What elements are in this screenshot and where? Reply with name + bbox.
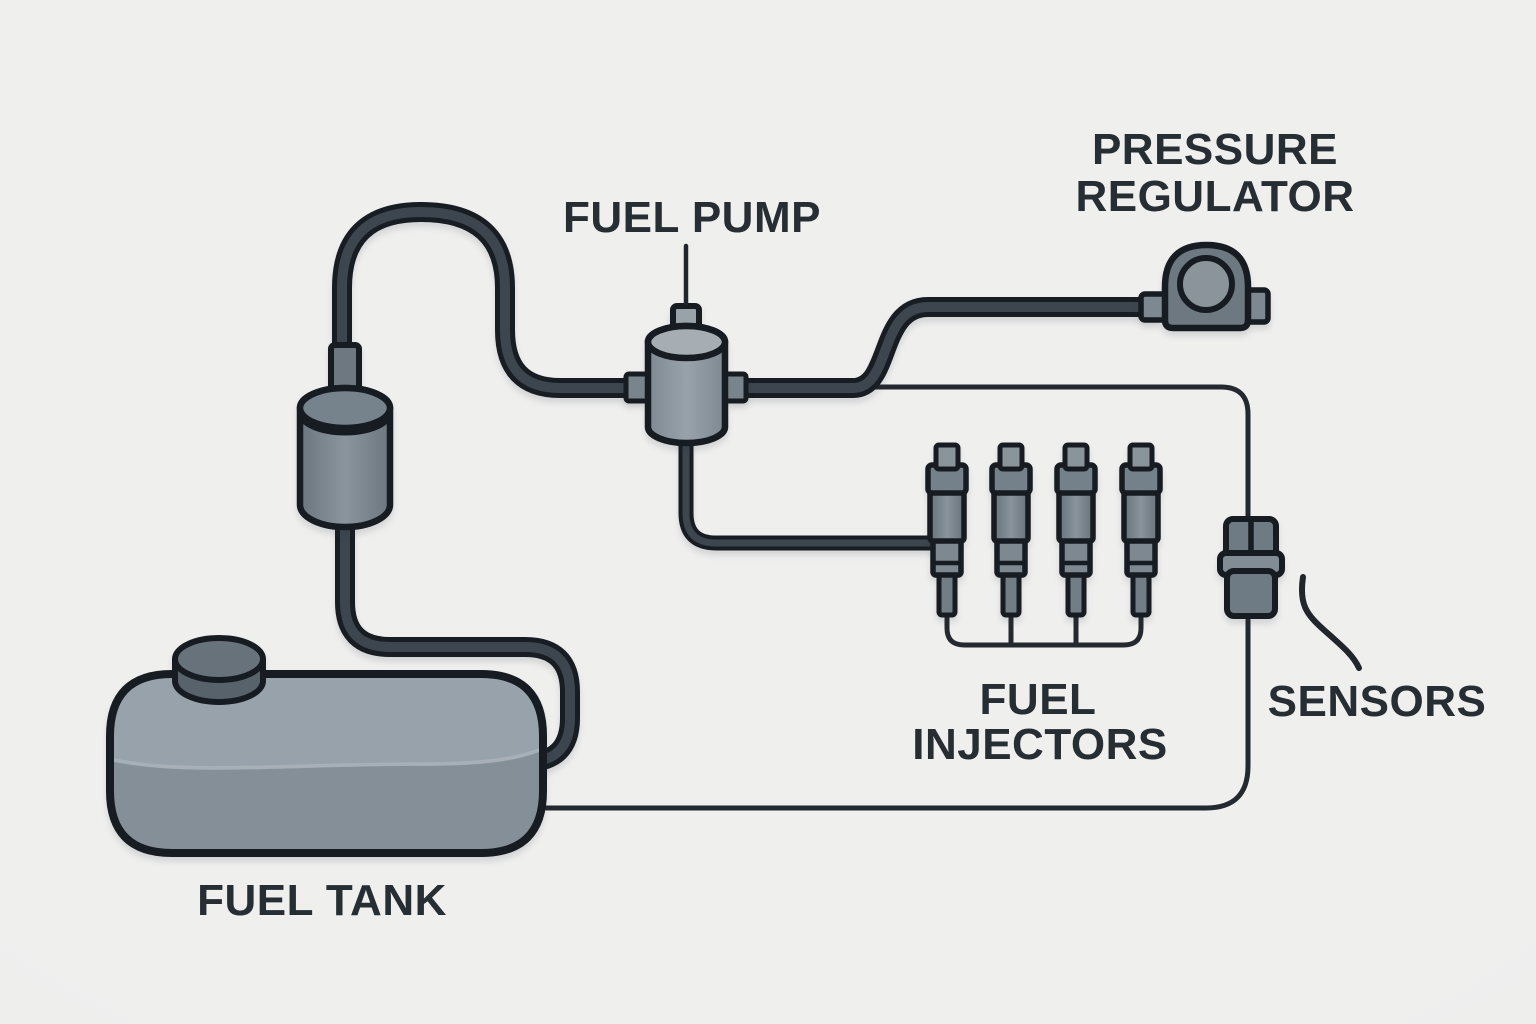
hose-filter-to-pump bbox=[332, 201, 650, 406]
injector-manifold-line bbox=[944, 605, 1144, 648]
regulator-diaphragm bbox=[1177, 255, 1235, 313]
fuel-injector-1 bbox=[928, 445, 966, 615]
fuel-injectors-label-2: INJECTORS bbox=[912, 720, 1168, 769]
sensors-pointer-line bbox=[1299, 574, 1362, 671]
sensor-connector bbox=[1217, 516, 1285, 619]
tank-cap-top bbox=[172, 635, 266, 683]
hose-pump-to-injectors bbox=[678, 430, 946, 551]
hose-pump-to-regulator bbox=[720, 297, 1162, 398]
tank-fuel-line-highlight bbox=[110, 744, 543, 770]
fuel-tank-cap bbox=[172, 635, 266, 705]
fuel-injector-4 bbox=[1122, 445, 1160, 615]
pump-top bbox=[644, 322, 729, 362]
sensor-return-line bbox=[543, 384, 1251, 811]
tank-lower bbox=[110, 748, 543, 853]
fuel-tank-label: FUEL TANK bbox=[197, 876, 447, 925]
filter-top bbox=[296, 384, 394, 432]
fuel-filter bbox=[296, 342, 394, 531]
filter-rim-line bbox=[297, 412, 393, 436]
fuel-pump-label: FUEL PUMP bbox=[563, 193, 821, 242]
fuel-injector-3 bbox=[1057, 445, 1095, 615]
sensors-label: SENSORS bbox=[1268, 677, 1487, 726]
fuel-injectors-label-1: FUEL bbox=[980, 675, 1097, 724]
pressure-regulator-label-2: REGULATOR bbox=[1075, 172, 1354, 221]
hose-filter-to-tank bbox=[335, 502, 580, 772]
sensor-lower-body bbox=[1224, 568, 1278, 619]
fuel-injector-2 bbox=[992, 445, 1030, 615]
pressure-regulator-label-1: PRESSURE bbox=[1092, 125, 1338, 174]
fuel-injectors bbox=[928, 445, 1160, 615]
pump-left-port bbox=[623, 371, 651, 404]
tank-outline bbox=[106, 670, 547, 857]
fuel-pump bbox=[623, 303, 749, 447]
pressure-regulator bbox=[1138, 241, 1271, 332]
fuel-tank bbox=[106, 635, 547, 857]
